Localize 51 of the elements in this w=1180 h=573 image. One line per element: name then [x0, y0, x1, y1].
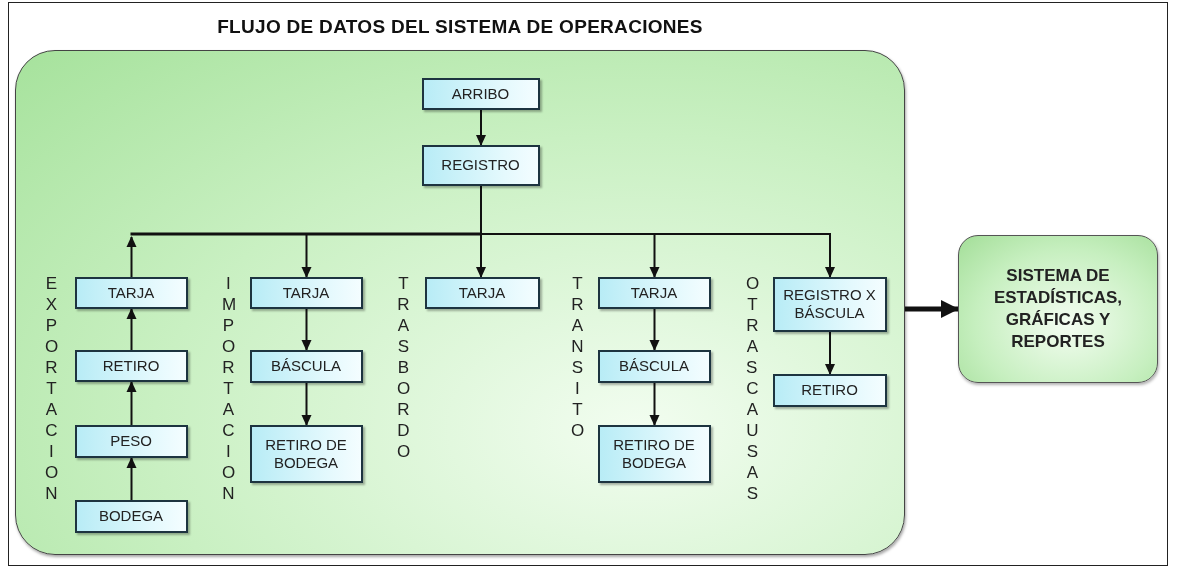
group-panel	[15, 50, 905, 555]
arrow	[301, 308, 312, 351]
process-box	[421, 144, 540, 186]
node-text: TARJA	[630, 283, 678, 302]
node-text: REGISTRO X BÁSCULA	[782, 286, 877, 322]
arrow	[649, 382, 660, 426]
process-box	[74, 349, 188, 382]
process-box	[772, 276, 887, 332]
process-box	[74, 424, 188, 458]
process-box	[249, 349, 363, 383]
vertical-label: IMPORTACION	[222, 273, 235, 504]
vertical-label: TRANSITO	[571, 273, 584, 441]
node-text: RETIRO DE BODEGA	[264, 435, 348, 472]
node-text: TARJA	[458, 283, 506, 302]
process-box	[772, 373, 887, 407]
process-box	[74, 499, 188, 533]
node-text: RETIRO DE BODEGA	[612, 435, 696, 472]
bus-line	[130, 232, 482, 236]
node-text: BÁSCULA	[271, 357, 341, 375]
arrow	[301, 382, 312, 426]
vertical-label: OTRAS CAUSAS	[746, 273, 759, 504]
node-text: BODEGA	[98, 507, 164, 525]
node-text: REGISTRO	[441, 156, 520, 174]
process-box	[424, 276, 540, 309]
process-box	[249, 424, 363, 483]
node-text: BÁSCULA	[619, 357, 689, 375]
node-text: SISTEMA DE ESTADÍSTICAS, GRÁFICAS Y REPORTES	[992, 264, 1124, 354]
vertical-label: EXPORTACION	[45, 273, 58, 504]
node-text: RETIRO	[102, 356, 160, 375]
process-box	[597, 276, 711, 309]
arrow	[126, 457, 137, 501]
node-text: TARJA	[282, 283, 330, 302]
arrow	[905, 300, 959, 318]
arrow	[126, 236, 137, 278]
arrow	[476, 109, 486, 146]
process-box	[421, 77, 540, 110]
process-box	[597, 424, 711, 483]
node-text: TARJA	[107, 283, 155, 302]
arrow	[126, 308, 137, 351]
node-text: PESO	[110, 432, 152, 450]
arrow	[825, 331, 835, 375]
process-box	[249, 276, 363, 309]
vertical-label: TRASBORDO	[397, 273, 410, 462]
node-text: RETIRO	[801, 381, 858, 399]
arrow	[126, 381, 137, 426]
arrow	[649, 308, 660, 351]
process-box	[597, 349, 711, 383]
output-box	[958, 235, 1158, 383]
process-box	[74, 276, 188, 309]
diagram-title: FLUJO DE DATOS DEL SISTEMA DE OPERACIONES	[216, 16, 704, 38]
node-text: ARRIBO	[451, 84, 510, 103]
